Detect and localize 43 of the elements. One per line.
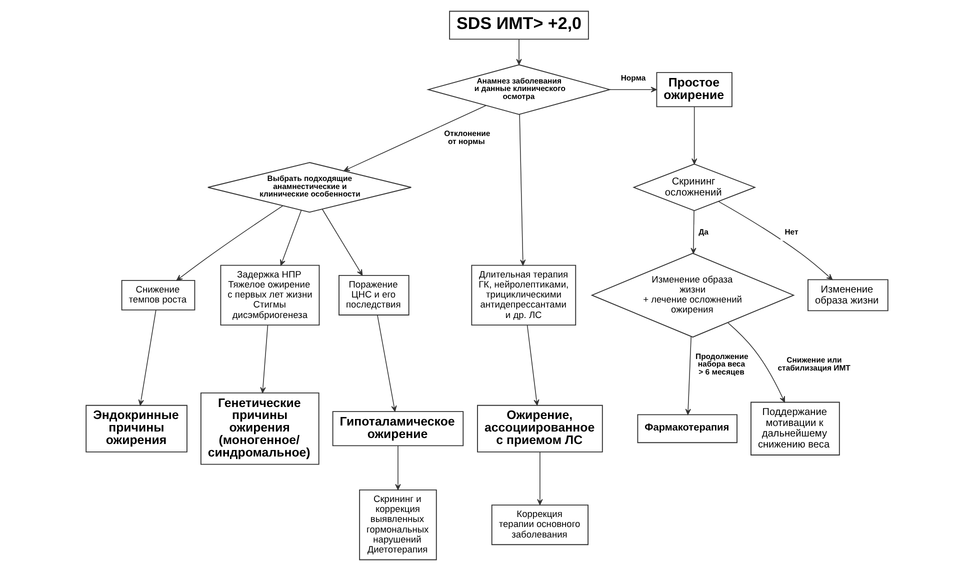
arrow xyxy=(176,205,284,281)
arrow xyxy=(377,314,397,412)
arrow xyxy=(344,105,486,172)
node-box: Снижение темпов роста xyxy=(121,280,196,310)
node-box: Фармакотерапия xyxy=(637,414,738,444)
edge-label: Норма xyxy=(620,74,646,83)
node-box: Длительная терапия ГК, нейролептиками, трициклическими антидепрессантами и др. ЛС xyxy=(471,264,576,326)
arrow xyxy=(395,446,401,490)
node-box: Поражение ЦНС и его последствия xyxy=(338,274,410,316)
node-box: Генетические причины ожирения (моногенное/ синдромальное) xyxy=(200,392,320,465)
node-box: Ожирение, ассоциированное с приемом ЛС xyxy=(477,404,603,452)
arrow xyxy=(280,210,302,266)
node-box: Скрининг и коррекция выявленных гормональных нарушений Диетотерапия xyxy=(359,489,437,560)
node-box: Эндокринные причины ожирения xyxy=(86,404,188,452)
edge-label: Снижение или стабилизация ИМТ xyxy=(778,356,850,372)
arrow xyxy=(260,324,268,394)
node-box: Гипоталамическое ожирение xyxy=(332,411,464,446)
arrow xyxy=(537,452,543,506)
node-box: Поддержание мотивации к дальнейшему снижению веса xyxy=(750,402,840,456)
node-box: Простое ожирение xyxy=(656,72,732,108)
arrow xyxy=(692,106,698,164)
arrow xyxy=(322,208,363,276)
arrow xyxy=(526,324,540,406)
arrow xyxy=(718,201,833,280)
node-box: Коррекция терапии основного заболевания xyxy=(491,504,589,546)
node-box: Изменение образа жизни xyxy=(808,279,888,312)
node-diamond: Скрининг осложнений xyxy=(632,164,756,212)
node-diamond: Выбрать подходящие анамнестические и клинические особенности xyxy=(207,162,412,213)
arrow xyxy=(610,86,657,92)
edge-label: Продолжение набора веса > 6 месяцев xyxy=(695,352,748,376)
node-diamond: Изменение образа жизни + лечение осложнений ожирения xyxy=(590,252,795,338)
arrow xyxy=(516,38,522,65)
edge-label: Да xyxy=(698,227,708,236)
arrow xyxy=(690,210,696,254)
arrow xyxy=(685,336,692,415)
node-box: Задержка НПР Тяжелое ожирение с первых лет жизни Стигмы дисэмбриогенеза xyxy=(220,264,320,326)
arrow xyxy=(728,322,785,402)
node-box: SDS ИМТ> +2,0 xyxy=(449,10,589,40)
node-diamond: Анамнез заболевания и данные клинического осмотра xyxy=(426,64,612,115)
edge-label: Отклонение от нормы xyxy=(444,129,490,146)
arrow xyxy=(138,310,156,406)
edge-label: Нет xyxy=(784,227,798,236)
arrow xyxy=(519,114,526,266)
